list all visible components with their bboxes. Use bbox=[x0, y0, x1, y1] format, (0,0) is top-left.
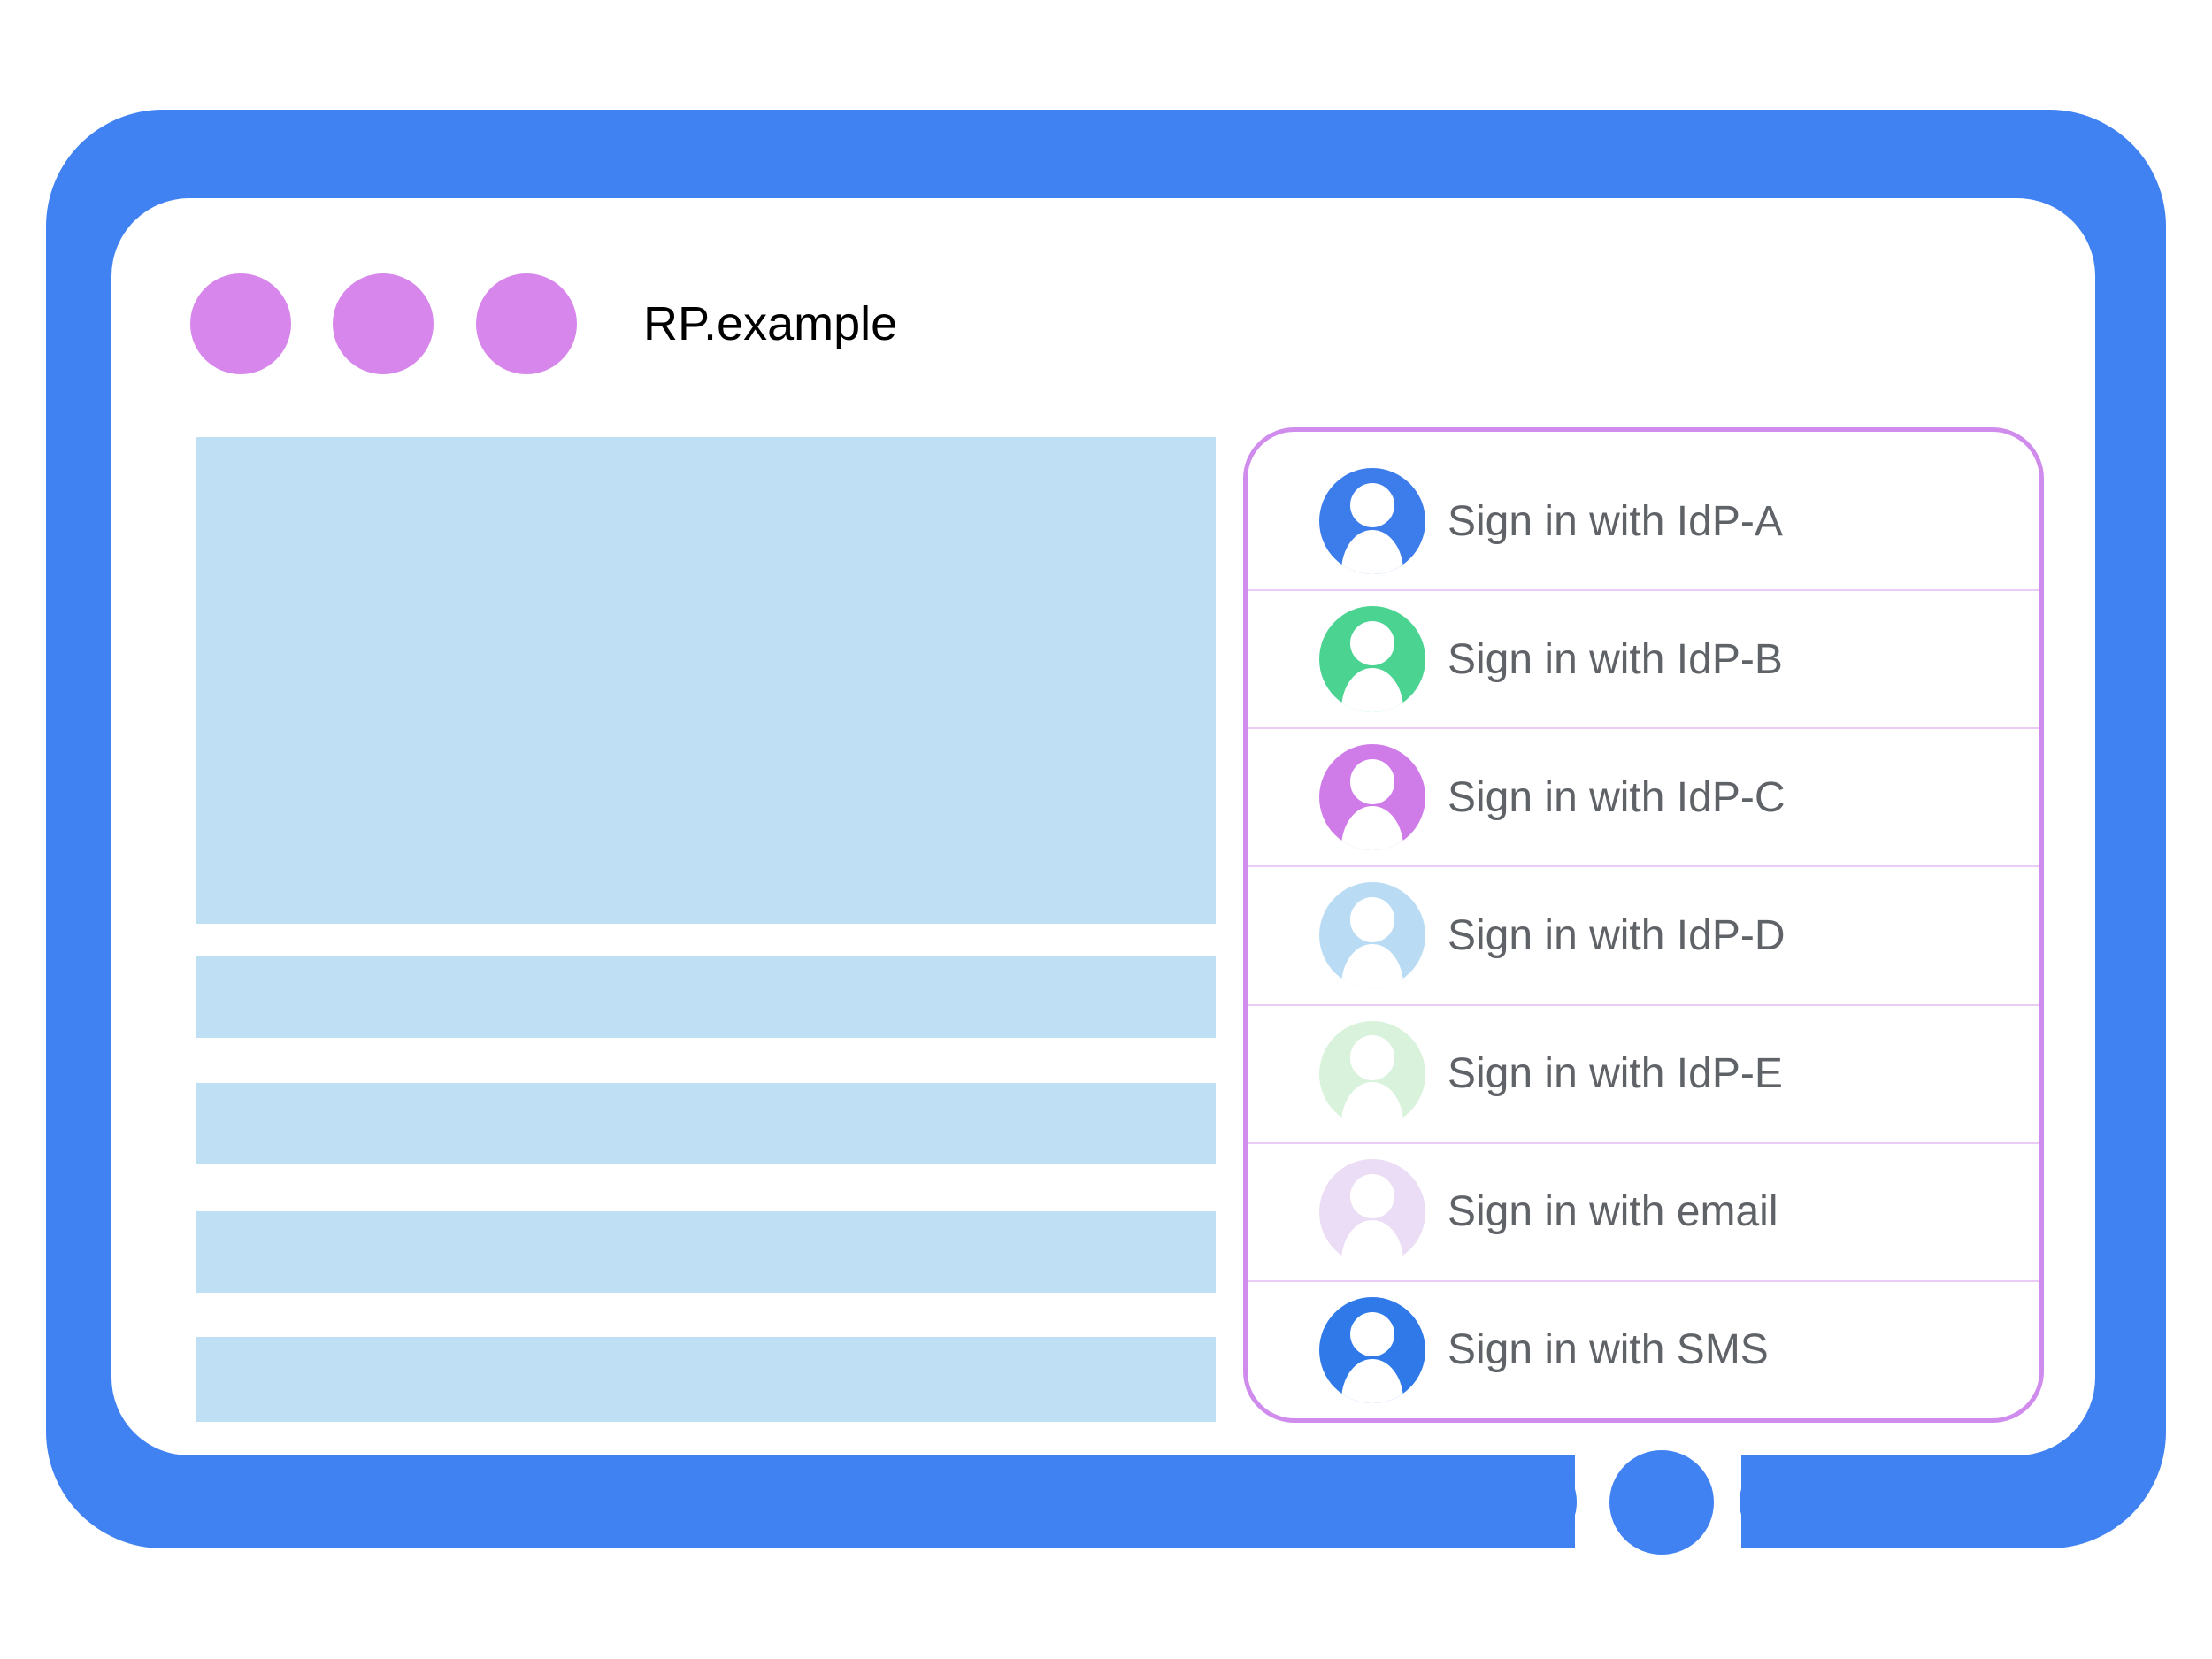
signin-option-idp-b[interactable]: Sign in with IdP-B bbox=[1248, 591, 2039, 730]
person-icon bbox=[1319, 468, 1425, 575]
window-control-dot-2 bbox=[333, 273, 434, 374]
signin-option-label: Sign in with SMS bbox=[1448, 1326, 1769, 1374]
signin-option-email[interactable]: Sign in with email bbox=[1248, 1144, 2039, 1282]
person-icon bbox=[1319, 606, 1425, 713]
person-icon bbox=[1319, 1296, 1425, 1403]
person-icon bbox=[1319, 1020, 1425, 1127]
signin-option-idp-e[interactable]: Sign in with IdP-E bbox=[1248, 1006, 2039, 1144]
signin-option-label: Sign in with IdP-E bbox=[1448, 1050, 1783, 1098]
page-title: RP.example bbox=[643, 297, 898, 350]
signin-option-label: Sign in with IdP-B bbox=[1448, 635, 1783, 683]
signin-option-idp-c[interactable]: Sign in with IdP-C bbox=[1248, 729, 2039, 868]
content-text-placeholder-1 bbox=[196, 956, 1216, 1038]
content-text-placeholder-3 bbox=[196, 1211, 1216, 1293]
frame-bottom-left-segment-cap bbox=[1465, 1455, 1577, 1548]
signin-option-label: Sign in with email bbox=[1448, 1188, 1778, 1236]
signin-option-idp-a[interactable]: Sign in with IdP-A bbox=[1248, 453, 2039, 592]
signin-chooser-panel: Sign in with IdP-A Sign in with IdP-B Si… bbox=[1243, 427, 2044, 1423]
signin-option-label: Sign in with IdP-A bbox=[1448, 497, 1783, 545]
person-icon bbox=[1319, 1158, 1425, 1265]
person-icon bbox=[1319, 744, 1425, 851]
person-icon bbox=[1319, 882, 1425, 989]
content-text-placeholder-4 bbox=[196, 1337, 1216, 1422]
signin-option-idp-d[interactable]: Sign in with IdP-D bbox=[1248, 867, 2039, 1006]
frame-bottom-right-segment-cap bbox=[1740, 1455, 1851, 1548]
signin-option-label: Sign in with IdP-C bbox=[1448, 773, 1786, 821]
window-control-dot-1 bbox=[190, 273, 291, 374]
frame-bottom-circle bbox=[1609, 1450, 1714, 1555]
content-hero-placeholder bbox=[196, 437, 1216, 924]
signin-option-label: Sign in with IdP-D bbox=[1448, 911, 1786, 959]
content-text-placeholder-2 bbox=[196, 1083, 1216, 1164]
window-control-dot-3 bbox=[476, 273, 577, 374]
signin-option-sms[interactable]: Sign in with SMS bbox=[1248, 1282, 2039, 1418]
